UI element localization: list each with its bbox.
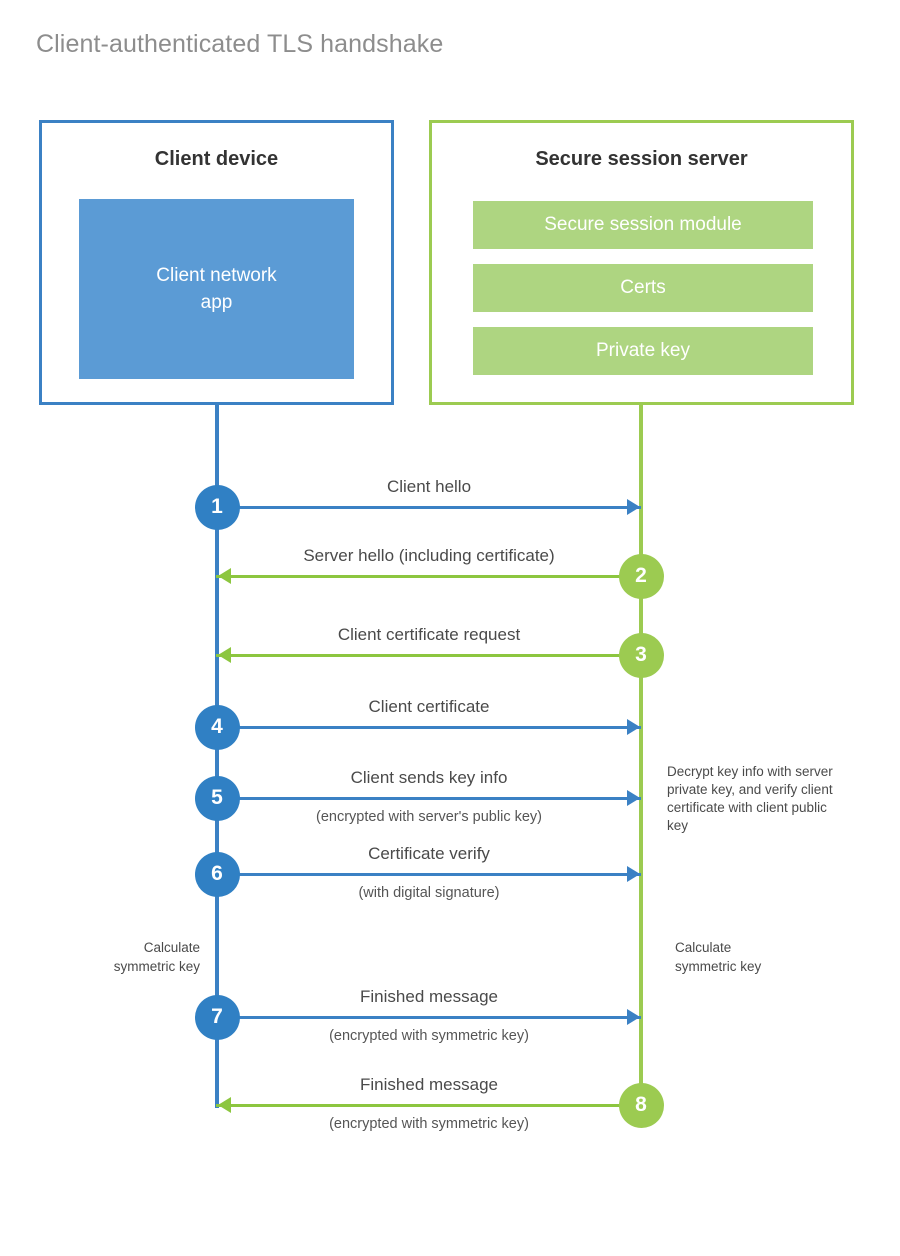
- message-sublabel-step-6: (with digital signature): [358, 885, 500, 901]
- step-circle-4[interactable]: 4: [194, 704, 240, 750]
- server-module-secure-session-module: Secure session module: [473, 201, 813, 249]
- message-label-step-4: Client certificate: [368, 697, 490, 716]
- arrow-line-step-3: [216, 654, 641, 657]
- arrow-head-step-5: [627, 790, 640, 806]
- message-sublabel-step-7: (encrypted with symmetric key): [329, 1028, 529, 1044]
- message-label-step-8: Finished message: [360, 1075, 498, 1094]
- secure-session-server-title: Secure session server: [535, 148, 748, 170]
- server-lifeline: [639, 403, 643, 1108]
- client-lifeline: [215, 403, 219, 1108]
- message-label-step-2: Server hello (including certificate): [303, 546, 555, 565]
- note-server-decrypt: Decrypt key info with server private key…: [667, 764, 833, 833]
- message-label-step-3: Client certificate request: [337, 625, 521, 644]
- arrow-head-step-6: [627, 866, 640, 882]
- arrow-head-step-2: [218, 568, 231, 584]
- secure-session-server-box: Secure session server Secure session mod…: [429, 120, 854, 405]
- step-circle-5[interactable]: 5: [194, 775, 240, 821]
- server-module-certs: Certs: [473, 264, 813, 312]
- arrow-line-step-2: [216, 575, 641, 578]
- arrow-line-step-5: [216, 797, 641, 800]
- arrow-line-step-6: [216, 873, 641, 876]
- arrow-head-step-3: [218, 647, 231, 663]
- arrow-head-step-1: [627, 499, 640, 515]
- step-circle-7[interactable]: 7: [194, 994, 240, 1040]
- message-label-step-1: Client hello: [386, 477, 472, 496]
- page-title: Client-authenticated TLS handshake: [36, 30, 444, 58]
- message-sublabel-step-5: (encrypted with server's public key): [316, 809, 542, 825]
- client-device-title: Client device: [154, 148, 279, 170]
- step-circle-2[interactable]: 2: [618, 553, 664, 599]
- step-circle-3[interactable]: 3: [618, 632, 664, 678]
- arrow-head-step-4: [627, 719, 640, 735]
- arrow-line-step-4: [216, 726, 641, 729]
- arrow-line-step-8: [216, 1104, 641, 1107]
- arrow-line-step-1: [216, 506, 641, 509]
- message-label-step-5: Client sends key info: [350, 768, 508, 787]
- step-circle-6[interactable]: 6: [194, 851, 240, 897]
- arrow-line-step-7: [216, 1016, 641, 1019]
- step-circle-8[interactable]: 8: [618, 1082, 664, 1128]
- step-circle-1[interactable]: 1: [194, 484, 240, 530]
- message-label-step-7: Finished message: [360, 987, 498, 1006]
- arrow-head-step-8: [218, 1097, 231, 1113]
- server-module-private-key: Private key: [473, 327, 813, 375]
- arrow-head-step-7: [627, 1009, 640, 1025]
- message-sublabel-step-8: (encrypted with symmetric key): [329, 1116, 529, 1132]
- message-label-step-6: Certificate verify: [368, 844, 490, 863]
